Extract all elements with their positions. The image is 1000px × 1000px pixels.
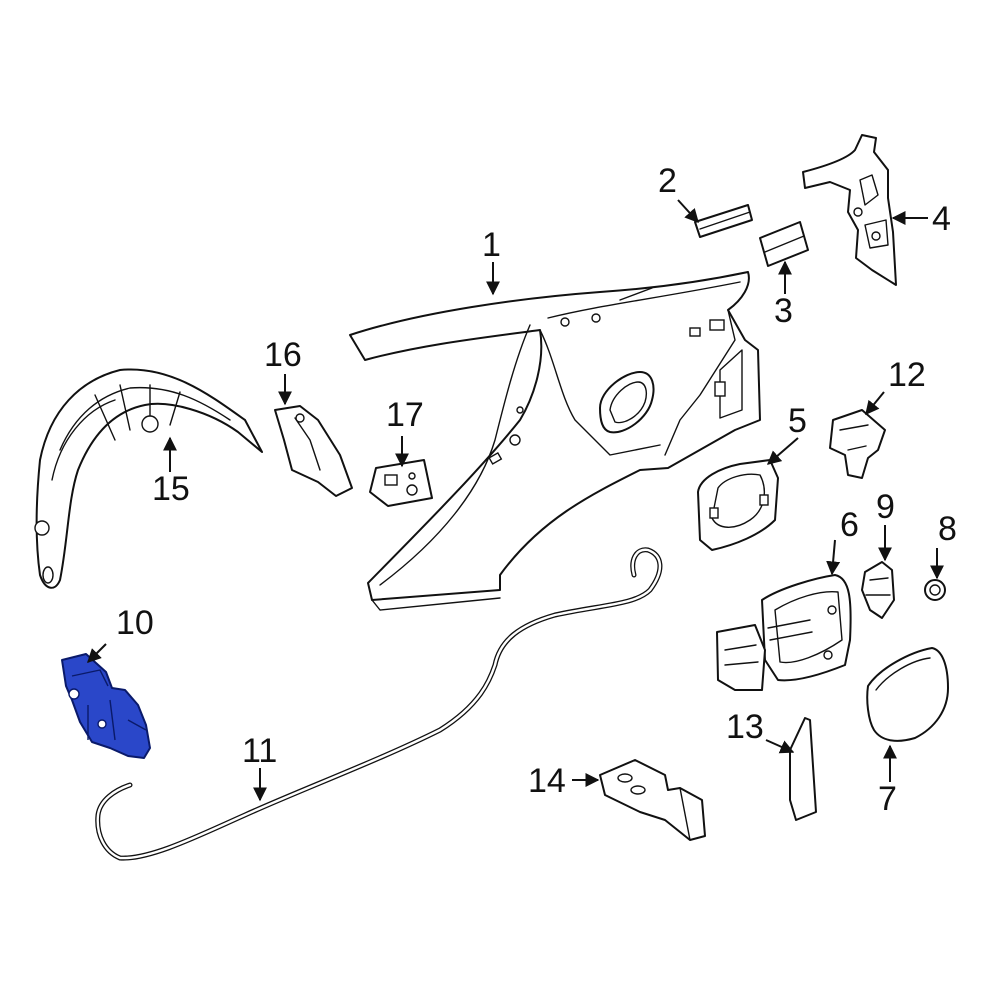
callout-6: 6 [840, 506, 859, 544]
leader-13 [765, 739, 795, 754]
leader-10 [87, 643, 107, 663]
fuel-door-assembly-part-6[interactable] [716, 574, 852, 691]
bracket-part-16[interactable] [274, 405, 353, 497]
leader-5 [766, 437, 799, 465]
block-bracket-part-14[interactable] [599, 759, 706, 841]
callout-4: 4 [932, 200, 951, 238]
release-cable-part-11[interactable] [95, 547, 663, 861]
callout-15: 15 [152, 470, 190, 508]
callout-10: 10 [116, 604, 154, 642]
callout-14: 14 [528, 762, 566, 800]
callout-8: 8 [938, 510, 957, 548]
actuator-bracket-part-10[interactable] [61, 653, 151, 759]
filler-housing-part-5[interactable] [697, 459, 779, 551]
leader-2 [677, 199, 699, 224]
callout-3: 3 [774, 292, 793, 330]
plate-part-17[interactable] [369, 459, 433, 507]
pad-part-3[interactable] [759, 221, 809, 267]
callout-labels: 1 2 3 4 5 6 7 8 9 10 11 12 13 14 15 16 1… [116, 162, 957, 818]
callout-11: 11 [242, 732, 277, 770]
callout-5: 5 [788, 402, 807, 440]
small-bracket-part-12[interactable] [829, 409, 886, 479]
fuel-door-part-7[interactable] [866, 647, 949, 742]
strip-part-13[interactable] [789, 717, 817, 821]
bracket-part-4[interactable] [802, 134, 897, 286]
quarter-panel-part[interactable] [349, 271, 761, 611]
callout-7: 7 [878, 780, 897, 818]
clip-part-9[interactable] [861, 561, 895, 619]
callout-13: 13 [726, 708, 764, 746]
leader-lines [87, 199, 944, 802]
callout-17: 17 [386, 396, 424, 434]
wheel-liner-part-15[interactable] [34, 368, 263, 589]
grommet-part-8[interactable] [924, 579, 946, 601]
callout-1: 1 [482, 226, 501, 264]
callout-2: 2 [658, 162, 677, 200]
seal-strip-part-2[interactable] [694, 204, 753, 238]
leader-12 [865, 391, 885, 416]
callout-16: 16 [264, 336, 302, 374]
callout-9: 9 [876, 488, 895, 526]
callout-12: 12 [888, 356, 926, 394]
leader-6 [826, 539, 841, 576]
